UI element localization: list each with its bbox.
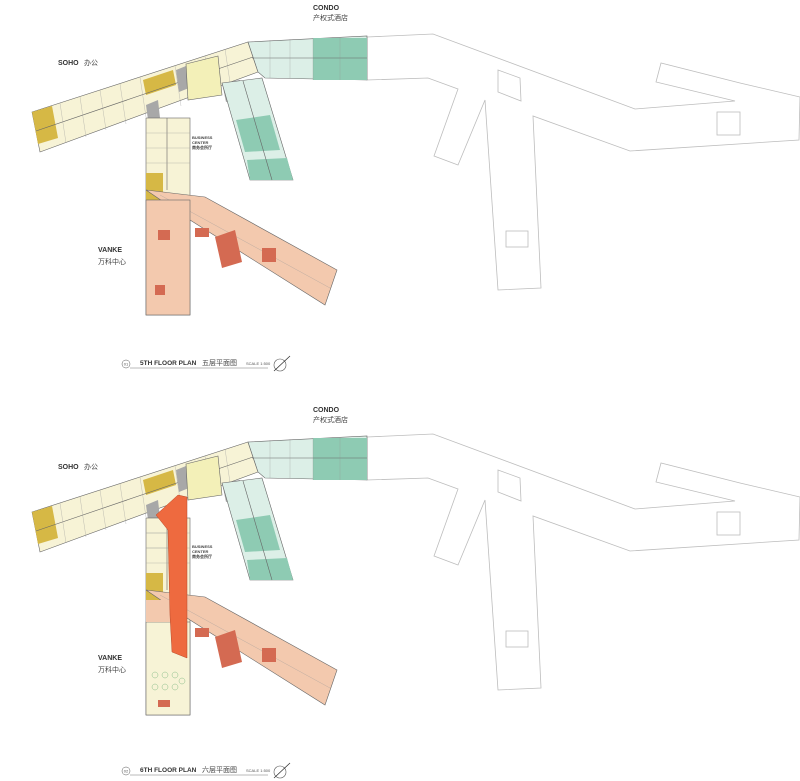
vanke-label-cn: 万科中心 <box>98 257 126 266</box>
condo-label-cn: 产权式酒店 <box>313 13 348 22</box>
north-arrow-icon <box>273 762 291 779</box>
scale-label: SCALE 1:500 <box>246 361 271 366</box>
business-center-label-2: CENTER <box>192 549 209 554</box>
business-center-label-cn: 商务会所厅 <box>192 144 212 150</box>
business-center-label: BUSINESS <box>192 544 213 549</box>
business-center-label-2: CENTER <box>192 140 209 145</box>
plan-title-cn: 六层平面图 <box>202 765 237 774</box>
floor-plan-drawing <box>31 35 368 316</box>
corridor-highlight <box>155 494 188 659</box>
business-center-label: BUSINESS <box>192 135 213 140</box>
plan-title: 6TH FLOOR PLAN <box>140 767 197 774</box>
soho-label-cn: 办公 <box>84 58 98 67</box>
vanke-label: VANKE <box>98 655 122 662</box>
business-center-label-cn: 商务会所厅 <box>192 553 212 559</box>
soho-label-cn: 办公 <box>84 462 98 471</box>
plan-number: 02 <box>124 769 129 774</box>
soho-label: SOHO <box>58 60 79 67</box>
north-arrow-icon <box>273 355 291 372</box>
soho-label: SOHO <box>58 464 79 471</box>
vanke-label: VANKE <box>98 247 122 254</box>
plan-number-badge <box>121 766 131 776</box>
plan-number: 01 <box>124 362 129 367</box>
floor-plan-drawing <box>31 435 368 716</box>
condo-label-cn: 产权式酒店 <box>313 415 348 424</box>
vanke-label-cn: 万科中心 <box>98 665 126 674</box>
plan-5th-floor: SOHO 办公 CONDO 产权式酒店 BUSINESS CENTER 商务会所… <box>31 5 800 372</box>
scale-label: SCALE 1:500 <box>246 768 271 773</box>
plan-number-badge <box>121 359 131 369</box>
plan-6th-floor: SOHO 办公 CONDO 产权式酒店 BUSINESS CENTER 商务会所… <box>31 407 800 779</box>
site-outline <box>366 33 800 291</box>
condo-label: CONDO <box>313 407 340 414</box>
plan-title-cn: 五层平面图 <box>202 359 237 367</box>
condo-label: CONDO <box>313 5 340 12</box>
site-outline <box>366 433 800 691</box>
plan-title: 5TH FLOOR PLAN <box>140 360 197 367</box>
